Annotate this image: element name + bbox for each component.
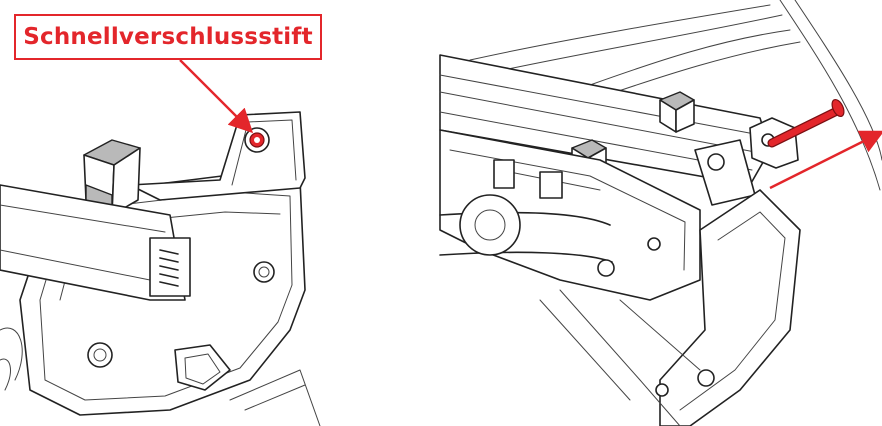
- removal-direction-arrow: [769, 130, 882, 190]
- mounting-plate: [129, 111, 306, 201]
- arm-bar: [0, 184, 186, 301]
- callout-leader-arrow: [179, 59, 254, 134]
- rail: [439, 54, 771, 186]
- bolt-head: [253, 261, 275, 283]
- spring-detail: [149, 237, 191, 297]
- quick-release-pin: [767, 98, 845, 148]
- left-panel-drawing: [0, 111, 321, 426]
- right-panel-drawing: [439, 0, 882, 426]
- callout-label: Schnellverschlussstift: [23, 24, 313, 50]
- left-knob: [459, 194, 521, 256]
- lower-bolt: [87, 342, 113, 368]
- callout-box: Schnellverschlussstift: [14, 14, 322, 60]
